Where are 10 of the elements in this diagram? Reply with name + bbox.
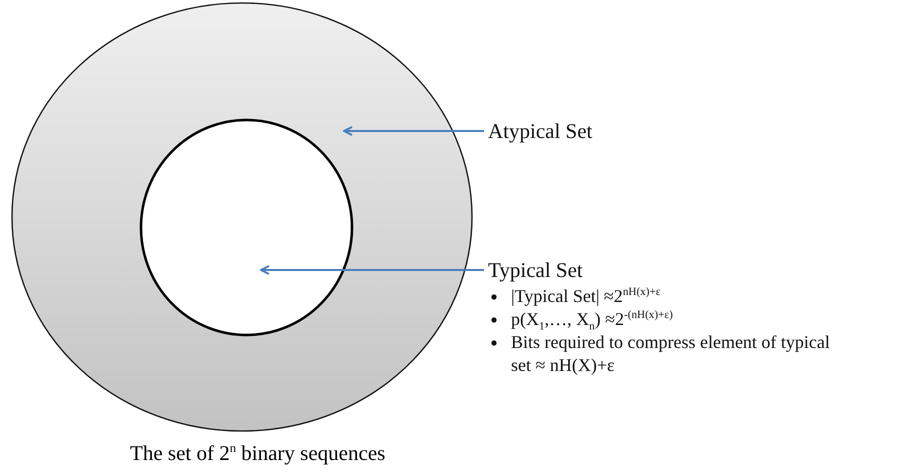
set-caption: The set of 2$^{n}$ binary sequences [130, 441, 386, 466]
bullet-text: |Typical Set| ≈2$^{nH(x)+ε}$ [511, 286, 660, 306]
set-label: Atypical Set [488, 118, 594, 144]
bullet-text: p(X$_{1}$,…, X$_{n}$) ≈2$^{-(nH(x)+ε)}$ [511, 309, 673, 329]
set-label: Typical Set [488, 257, 584, 283]
bullet-text: Bits required to compress element of typical set ≈ nH(X)+ε [511, 332, 830, 375]
leader-arrow [343, 126, 484, 136]
leader-arrow [260, 265, 484, 275]
inner-set-circle [141, 120, 352, 335]
outer-set-circle [12, 3, 472, 431]
